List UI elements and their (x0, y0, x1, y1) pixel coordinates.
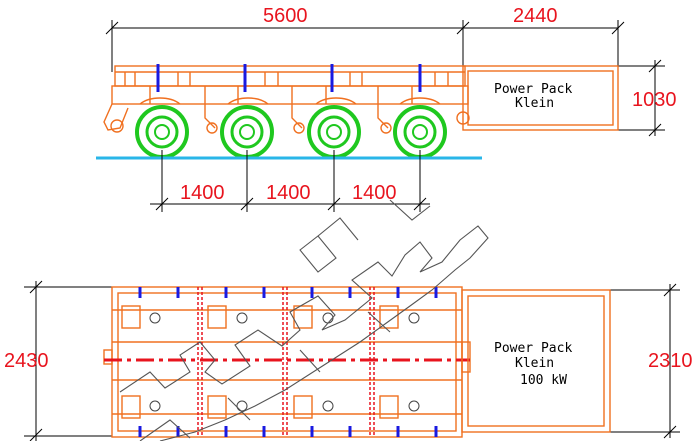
dimension-2440: 2440 (463, 5, 625, 72)
tyre-4 (393, 105, 447, 159)
dimension-5600: 5600 (105, 5, 470, 72)
power-pack-top-line2: Klein (515, 356, 554, 371)
dimension-2310: 2310 (610, 283, 693, 439)
tyre-1 (135, 105, 189, 159)
power-pack-top-line3: 100 kW (520, 373, 567, 388)
axle-spacing-3-label: 1400 (352, 182, 397, 204)
trailer-side-body (103, 65, 470, 134)
dimension-1030: 1030 (618, 59, 677, 137)
power-pack-side-line2: Klein (515, 96, 554, 111)
side-markers (156, 64, 422, 92)
dimension-5600-label: 5600 (263, 5, 308, 27)
dimension-1030-label: 1030 (632, 89, 677, 111)
power-pack-side-line1: Power Pack (494, 82, 572, 97)
power-pack-top-line1: Power Pack (494, 341, 572, 356)
watermark-logo (119, 199, 489, 441)
dimension-2430: 2430 (4, 280, 112, 441)
axle-spacing-2-label: 1400 (266, 182, 311, 204)
dimension-2310-label: 2310 (648, 350, 693, 372)
tyre-3 (307, 105, 361, 159)
tyre-2 (220, 105, 274, 159)
dimension-2440-label: 2440 (513, 5, 558, 27)
axle-spacing-dimensions: 1400 1400 1400 (150, 150, 430, 212)
power-pack-side: Power Pack Klein (462, 65, 619, 131)
dimension-2430-label: 2430 (4, 350, 49, 372)
trailer-top-body (103, 286, 471, 438)
power-pack-top: Power Pack Klein 100 kW (461, 289, 611, 433)
tyres (135, 105, 447, 159)
top-view: 2430 2310 (4, 280, 693, 441)
side-view: 5600 2440 1030 (96, 5, 677, 212)
axle-spacing-1-label: 1400 (180, 182, 225, 204)
